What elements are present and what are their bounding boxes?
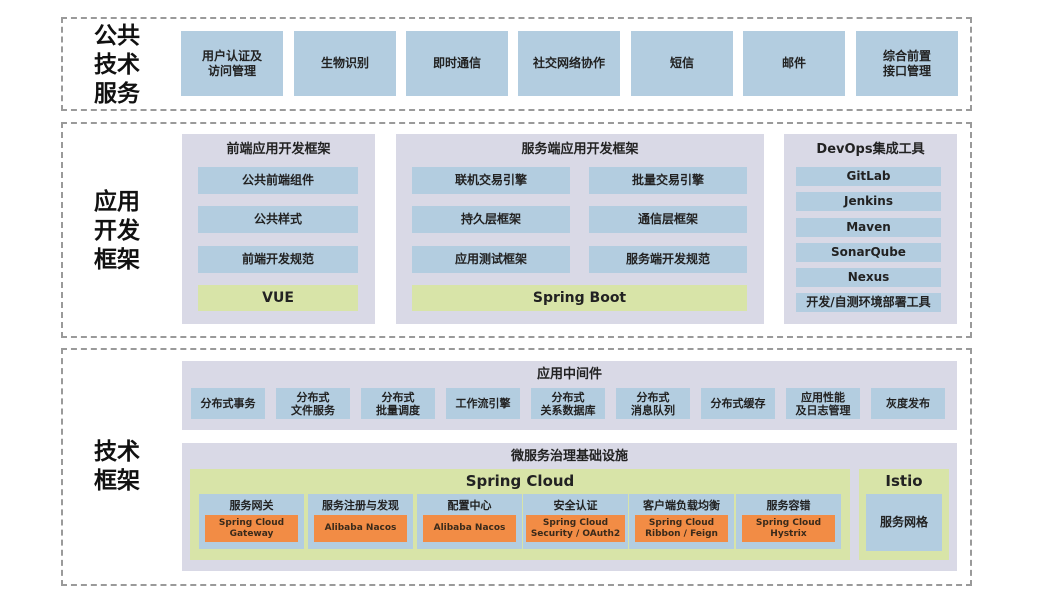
category-component: Spring Cloud Gateway	[205, 515, 298, 542]
middleware-item: 分布式 批量调度	[361, 388, 435, 419]
backend-item: 应用测试框架	[412, 246, 570, 273]
backend-item: 服务端开发规范	[589, 246, 747, 273]
public-service-item: 即时通信	[406, 31, 508, 96]
backend-item: 批量交易引擎	[589, 167, 747, 194]
service-mesh: 服务网格	[866, 494, 942, 551]
category-component: Spring Cloud Ribbon / Feign	[635, 515, 728, 542]
category-component: Spring Cloud Security / OAuth2	[526, 515, 625, 542]
middleware-title: 应用中间件	[536, 366, 602, 382]
devops-tool: Nexus	[796, 268, 941, 287]
category-name: 安全认证	[553, 499, 598, 512]
public-service-item: 邮件	[743, 31, 845, 96]
devops-tools-title: DevOps集成工具	[816, 141, 925, 157]
category-name: 服务网关	[229, 499, 274, 512]
middleware-item: 应用性能 及日志管理	[786, 388, 860, 419]
spring-boot-framework: Spring Boot	[412, 285, 747, 311]
category-name: 配置中心	[447, 499, 492, 512]
public-service-item: 社交网络协作	[518, 31, 620, 96]
frontend-framework-title: 前端应用开发框架	[226, 141, 331, 157]
category-name: 客户端负载均衡	[643, 499, 720, 512]
middleware-item: 灰度发布	[871, 388, 945, 419]
public-service-item: 短信	[631, 31, 733, 96]
category-component: Alibaba Nacos	[314, 515, 407, 542]
category-name: 服务容错	[766, 499, 811, 512]
backend-item: 联机交易引擎	[412, 167, 570, 194]
public-services-label: 公共 技术 服务	[94, 23, 140, 107]
frontend-item: 公共前端组件	[198, 167, 358, 194]
public-service-item: 用户认证及 访问管理	[181, 31, 283, 96]
middleware-item: 分布式 文件服务	[276, 388, 350, 419]
category-component: Spring Cloud Hystrix	[742, 515, 835, 542]
app-framework-label: 应用 开发 框架	[94, 189, 140, 273]
backend-item: 持久层框架	[412, 206, 570, 233]
backend-item: 通信层框架	[589, 206, 747, 233]
devops-tool: SonarQube	[796, 243, 941, 262]
category-name: 服务注册与发现	[322, 499, 399, 512]
devops-tool: 开发/自测环境部署工具	[796, 293, 941, 312]
middleware-item: 工作流引擎	[446, 388, 520, 419]
devops-tool: Maven	[796, 218, 941, 237]
tech-framework-label: 技术 框架	[94, 439, 140, 494]
public-services-section	[61, 17, 972, 111]
public-service-item: 生物识别	[294, 31, 396, 96]
category-component: Alibaba Nacos	[423, 515, 516, 542]
middleware-item: 分布式缓存	[701, 388, 775, 419]
istio-title: Istio	[885, 472, 923, 490]
middleware-item: 分布式 消息队列	[616, 388, 690, 419]
public-service-item: 综合前置 接口管理	[856, 31, 958, 96]
devops-tool: GitLab	[796, 167, 941, 186]
backend-framework-title: 服务端应用开发框架	[521, 141, 639, 157]
tech-framework-section	[61, 348, 972, 586]
middleware-item: 分布式事务	[191, 388, 265, 419]
spring-cloud-title: Spring Cloud	[465, 472, 575, 490]
vue-framework: VUE	[198, 285, 358, 311]
app-framework-section	[61, 122, 972, 338]
frontend-item: 公共样式	[198, 206, 358, 233]
devops-tool: Jenkins	[796, 192, 941, 211]
frontend-item: 前端开发规范	[198, 246, 358, 273]
middleware-item: 分布式 关系数据库	[531, 388, 605, 419]
microservice-governance-title: 微服务治理基础设施	[510, 448, 628, 464]
